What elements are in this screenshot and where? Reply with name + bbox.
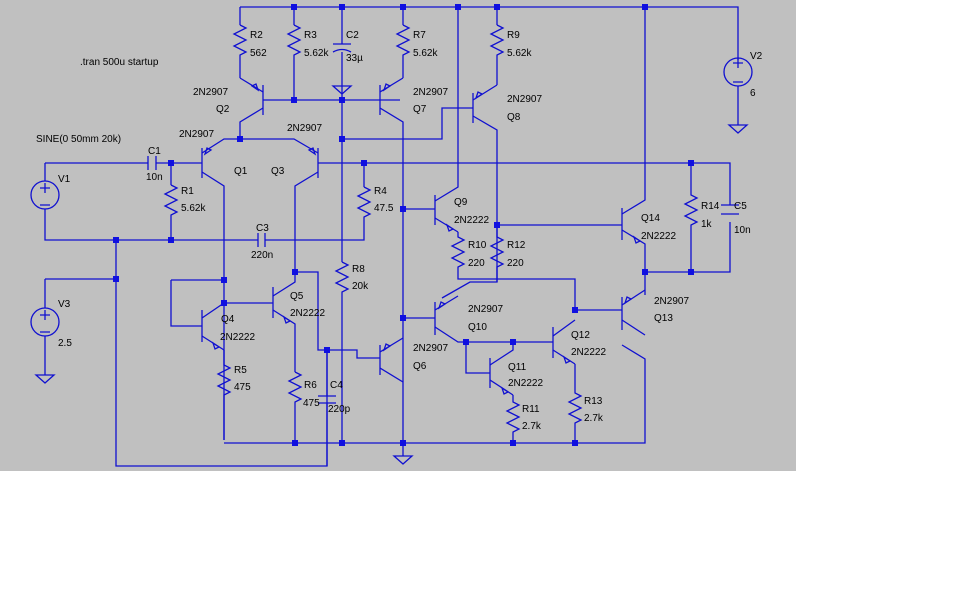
model-q10: 2N2907 <box>468 304 503 315</box>
labels: .tran 500u startup SINE(0 50mm 20k) R2 5… <box>36 30 763 432</box>
model-q1: 2N2907 <box>179 129 214 140</box>
schematic-canvas[interactable] <box>0 0 796 471</box>
label-v1: V1 <box>58 174 71 185</box>
label-q2: Q2 <box>216 104 230 115</box>
value-r14: 1k <box>701 219 713 230</box>
label-q4: Q4 <box>221 314 235 325</box>
label-r10: R10 <box>468 240 487 251</box>
label-v3: V3 <box>58 299 71 310</box>
sine-directive[interactable]: SINE(0 50mm 20k) <box>36 134 121 145</box>
label-r13: R13 <box>584 396 603 407</box>
value-r9: 5.62k <box>507 48 532 59</box>
value-r6: 475 <box>303 398 320 409</box>
model-q2: 2N2907 <box>193 87 228 98</box>
resistor-r11 <box>505 395 521 443</box>
value-v2: 6 <box>750 88 756 99</box>
label-r9: R9 <box>507 30 520 41</box>
label-q3: Q3 <box>271 166 285 177</box>
value-r7: 5.62k <box>413 48 438 59</box>
value-r8: 20k <box>352 281 369 292</box>
value-r2: 562 <box>250 48 267 59</box>
label-c3: C3 <box>256 223 269 234</box>
label-q12: Q12 <box>571 330 590 341</box>
label-q9: Q9 <box>454 197 468 208</box>
model-q14: 2N2222 <box>641 231 676 242</box>
junctions <box>113 4 694 446</box>
value-r4: 47.5 <box>374 203 394 214</box>
label-c1: C1 <box>148 146 161 157</box>
wires <box>30 6 753 467</box>
label-r1: R1 <box>181 186 194 197</box>
value-c2: 33µ <box>346 53 363 64</box>
resistor-r2 <box>232 24 248 60</box>
label-c4: C4 <box>330 380 343 391</box>
model-q8: 2N2907 <box>507 94 542 105</box>
label-q10: Q10 <box>468 322 487 333</box>
value-r11: 2.7k <box>522 421 542 432</box>
value-c4: 220p <box>328 404 351 415</box>
model-q9: 2N2222 <box>454 215 489 226</box>
model-q5: 2N2222 <box>290 308 325 319</box>
label-r5: R5 <box>234 365 247 376</box>
model-q6: 2N2907 <box>413 343 448 354</box>
resistor-r4 <box>356 186 372 222</box>
value-r3: 5.62k <box>304 48 329 59</box>
resistor-r3 <box>286 24 302 60</box>
model-q7: 2N2907 <box>413 87 448 98</box>
label-q13: Q13 <box>654 313 673 324</box>
value-c1: 10n <box>146 172 163 183</box>
tran-directive[interactable]: .tran 500u startup <box>80 57 159 68</box>
resistor-r7 <box>395 24 411 60</box>
model-q3: 2N2907 <box>287 123 322 134</box>
value-c5: 10n <box>734 225 751 236</box>
label-r7: R7 <box>413 30 426 41</box>
model-q12: 2N2222 <box>571 347 606 358</box>
label-r3: R3 <box>304 30 317 41</box>
resistor-r9 <box>489 24 505 60</box>
label-q8: Q8 <box>507 112 521 123</box>
label-r6: R6 <box>304 380 317 391</box>
label-c5: C5 <box>734 201 747 212</box>
resistor-r1 <box>163 184 179 220</box>
model-q4: 2N2222 <box>220 332 255 343</box>
value-r1: 5.62k <box>181 203 206 214</box>
value-r12: 220 <box>507 258 524 269</box>
label-r2: R2 <box>250 30 263 41</box>
value-c3: 220n <box>251 250 273 261</box>
value-v3: 2.5 <box>58 338 72 349</box>
resistor-r5 <box>216 350 232 440</box>
resistor-r6 <box>287 371 303 440</box>
model-q11: 2N2222 <box>508 378 543 389</box>
label-v2: V2 <box>750 51 763 62</box>
resistor-r13 <box>567 364 583 443</box>
label-q5: Q5 <box>290 291 304 302</box>
label-q14: Q14 <box>641 213 660 224</box>
value-r10: 220 <box>468 258 485 269</box>
label-c2: C2 <box>346 30 359 41</box>
label-r14: R14 <box>701 201 720 212</box>
label-r12: R12 <box>507 240 526 251</box>
resistor-r8 <box>334 261 350 440</box>
label-q6: Q6 <box>413 361 427 372</box>
label-q1: Q1 <box>234 166 248 177</box>
value-r13: 2.7k <box>584 413 604 424</box>
model-q13: 2N2907 <box>654 296 689 307</box>
label-q11: Q11 <box>508 362 527 373</box>
label-r4: R4 <box>374 186 387 197</box>
label-r11: R11 <box>522 404 540 415</box>
label-q7: Q7 <box>413 104 427 115</box>
label-r8: R8 <box>352 264 365 275</box>
value-r5: 475 <box>234 382 251 393</box>
